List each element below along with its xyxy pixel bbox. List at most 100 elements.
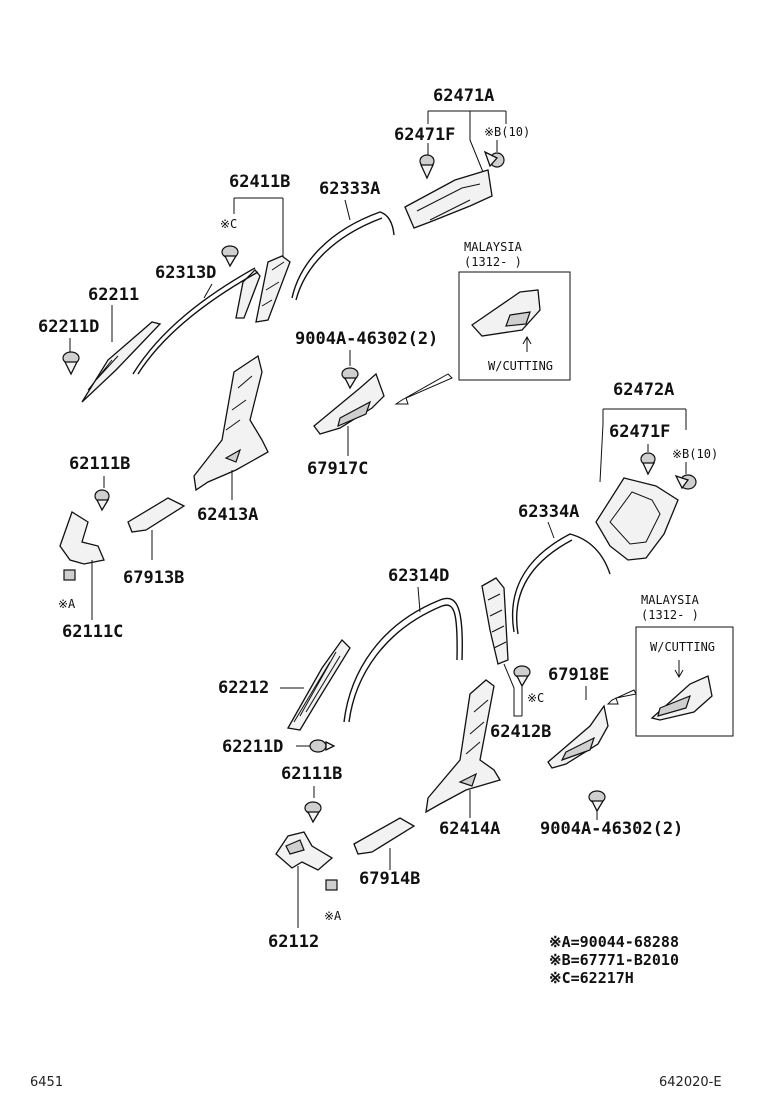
note-C-top: ※C — [220, 217, 237, 231]
note-A-left: ※A — [58, 597, 76, 611]
footer-right: 642020-E — [659, 1075, 722, 1090]
label-67914B[interactable]: 67914B — [359, 869, 420, 889]
part-67917C-group: 9004A-46302(2) 67917C — [295, 329, 438, 479]
part-67914B-scuff[interactable] — [353, 817, 416, 855]
clip-62111B-top[interactable] — [94, 489, 110, 512]
note-B10-top: ※B(10) — [484, 125, 530, 139]
part-62112-trim[interactable] — [275, 831, 334, 871]
label-62414A[interactable]: 62414A — [439, 819, 500, 839]
clip-9004A-top[interactable] — [341, 367, 359, 390]
inset-malaysia-bottom: MALAYSIA (1312- ) W/CUTTING — [606, 593, 734, 737]
label-62314D[interactable]: 62314D — [388, 566, 449, 586]
legend-C: ※C=62217H — [549, 969, 634, 987]
label-62471F-top[interactable]: 62471F — [394, 125, 455, 145]
part-62472A-garnish[interactable] — [595, 477, 679, 561]
label-67913B[interactable]: 67913B — [123, 568, 184, 588]
label-62211D-top[interactable]: 62211D — [38, 317, 99, 337]
part-62313D-group: 62313D — [132, 263, 259, 375]
part-62412B-pillar[interactable] — [481, 577, 509, 665]
part-62211-group: 62211 62211D — [38, 285, 162, 403]
footer-left: 6451 — [30, 1075, 63, 1090]
clip-A-bottom[interactable] — [325, 879, 338, 891]
legend-A: ※A=90044-68288 — [549, 933, 679, 951]
part-62314D-strip[interactable] — [343, 597, 464, 723]
label-62112[interactable]: 62112 — [268, 932, 319, 952]
part-62471A-garnish[interactable] — [404, 169, 493, 229]
part-67913B-group: 67913B — [123, 497, 186, 588]
part-62413A-pillar[interactable] — [193, 354, 269, 492]
label-62412B[interactable]: 62412B — [490, 722, 551, 742]
note-C-bottom: ※C — [527, 691, 544, 705]
label-62471A[interactable]: 62471A — [433, 86, 494, 106]
label-62111B-bottom[interactable]: 62111B — [281, 764, 342, 784]
clip-62471F-right[interactable] — [640, 452, 656, 476]
part-62411B-trim[interactable] — [235, 269, 261, 319]
clip-62211D-bottom[interactable] — [309, 739, 336, 753]
part-67917C-scuff[interactable] — [313, 372, 385, 435]
clip-62111B-bottom[interactable] — [304, 801, 322, 824]
part-62472A-group: 62472A 62471F ※B(10) — [595, 380, 718, 561]
part-62334A-weatherstrip[interactable] — [511, 533, 611, 633]
label-9004A-top[interactable]: 9004A-46302(2) — [295, 329, 438, 349]
part-62212-group: 62212 62211D — [218, 638, 351, 757]
label-62471F-right[interactable]: 62471F — [609, 422, 670, 442]
inset-malaysia-top: MALAYSIA (1312- ) W/CUTTING — [394, 240, 571, 405]
label-67918E[interactable]: 67918E — [548, 665, 609, 685]
clip-62471F-top[interactable] — [419, 154, 435, 180]
clip-62211D-top[interactable] — [62, 351, 80, 376]
part-62413A-group: 62413A — [193, 354, 269, 525]
part-62112-group: 62111B ※A 62112 — [268, 764, 342, 952]
inset-bottom-date: (1312- ) — [641, 608, 699, 622]
part-62334A-group: 62334A — [511, 502, 611, 635]
part-67918E-scuff[interactable] — [547, 704, 609, 769]
label-62472A[interactable]: 62472A — [613, 380, 674, 400]
clip-C-top[interactable] — [221, 245, 239, 268]
label-9004A-bottom[interactable]: 9004A-46302(2) — [540, 819, 683, 839]
part-62414A-pillar[interactable] — [425, 679, 501, 814]
inset-top-region: MALAYSIA — [464, 240, 523, 254]
part-62414A-group: 62414A — [425, 679, 501, 839]
part-62333A-weatherstrip[interactable] — [291, 211, 395, 299]
label-62111C[interactable]: 62111C — [62, 622, 123, 642]
clip-B-right[interactable] — [674, 474, 697, 490]
legend: ※A=90044-68288 ※B=67771-B2010 ※C=62217H — [549, 933, 679, 987]
inset-top-box — [458, 271, 571, 381]
part-62411B-pillar[interactable] — [255, 255, 291, 323]
part-62314D-group: 62314D — [343, 566, 464, 723]
part-67918E-group: 67918E 9004A-46302(2) — [540, 665, 683, 839]
clip-B-top[interactable] — [483, 150, 505, 168]
label-62333A[interactable]: 62333A — [319, 179, 380, 199]
clip-9004A-bottom[interactable] — [588, 790, 606, 813]
inset-bottom-note: W/CUTTING — [650, 640, 715, 654]
note-B10-right: ※B(10) — [672, 447, 718, 461]
part-62333A-group: 62333A — [291, 179, 395, 301]
inset-top-date: (1312- ) — [464, 255, 522, 269]
label-62411B[interactable]: 62411B — [229, 172, 290, 192]
part-62412B-group: ※C 62412B — [481, 577, 551, 742]
part-67913B-scuff[interactable] — [127, 497, 186, 533]
inset-top-note: W/CUTTING — [488, 359, 553, 373]
clip-A-left[interactable] — [63, 569, 76, 581]
label-67917C[interactable]: 67917C — [307, 459, 368, 479]
part-62211-pillar[interactable] — [81, 321, 162, 403]
label-62413A[interactable]: 62413A — [197, 505, 258, 525]
part-62111C-group: 62111B ※A 62111C — [58, 454, 130, 642]
arrow-bottom — [606, 689, 637, 705]
part-62313D-strip[interactable] — [132, 267, 256, 375]
inset-bottom-box — [635, 626, 734, 737]
part-62111C-trim[interactable] — [59, 511, 105, 565]
label-62211D-bottom[interactable]: 62211D — [222, 737, 283, 757]
label-62211[interactable]: 62211 — [88, 285, 139, 305]
label-62212[interactable]: 62212 — [218, 678, 269, 698]
part-62212-pillar[interactable] — [286, 638, 351, 731]
legend-B: ※B=67771-B2010 — [549, 951, 679, 969]
label-62334A[interactable]: 62334A — [518, 502, 579, 522]
clip-C-bottom[interactable] — [513, 665, 531, 688]
part-67914B-group: 67914B — [353, 817, 420, 889]
part-62471A-group: 62471A 62471F ※B(10) — [394, 86, 530, 229]
arrow-top — [394, 373, 453, 405]
label-62111B-top[interactable]: 62111B — [69, 454, 130, 474]
label-62313D[interactable]: 62313D — [155, 263, 216, 283]
note-A-bottom: ※A — [324, 909, 342, 923]
